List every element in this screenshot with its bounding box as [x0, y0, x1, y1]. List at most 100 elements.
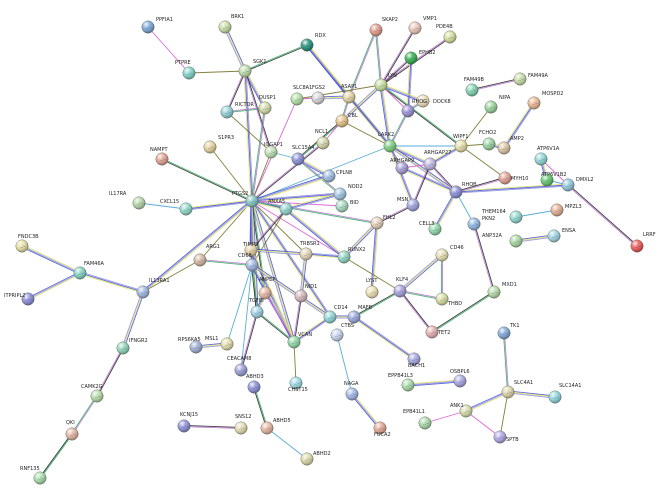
- node-nod2[interactable]: NOD2: [333, 184, 363, 201]
- node-mpzl3[interactable]: MPZL3: [550, 203, 582, 217]
- node-brk1[interactable]: BRK1: [218, 14, 245, 34]
- node-bach1[interactable]: BACH1: [407, 352, 425, 369]
- node-runx2[interactable]: RUNX2: [337, 247, 366, 264]
- node-fgs2[interactable]: FGS2: [311, 85, 325, 105]
- node-ceacam8[interactable]: CEACAM8: [227, 356, 251, 377]
- node-fhl2[interactable]: FHL2: [370, 215, 396, 230]
- node-cxcl15[interactable]: CXCL15: [160, 199, 193, 216]
- node-bid[interactable]: BID: [335, 199, 359, 213]
- node-anxa5[interactable]: ANXA5: [268, 199, 293, 216]
- node-ptpre[interactable]: PTPRE: [175, 60, 196, 80]
- node-fuca2[interactable]: FUCA2: [373, 421, 391, 438]
- node-lyn[interactable]: LYN: [374, 73, 397, 92]
- node-fam49a[interactable]: FAM49A: [513, 72, 549, 86]
- node-lyst[interactable]: LYST: [365, 278, 379, 299]
- node-pkn2[interactable]: PKN2: [467, 216, 495, 231]
- node-ephb2[interactable]: EPHB2: [404, 50, 436, 65]
- node-mafb[interactable]: MAFB: [347, 305, 373, 324]
- node-thbd[interactable]: THBD: [435, 292, 462, 307]
- node-fcho2[interactable]: FCHO2: [479, 130, 496, 151]
- node-asap1[interactable]: ASAP1: [341, 84, 357, 104]
- node-arhgap27[interactable]: ARHGAP27: [423, 150, 452, 171]
- node-them164[interactable]: THEM164: [481, 209, 523, 224]
- node-il13ra1[interactable]: IL13RA1: [136, 278, 170, 299]
- node-ctbs[interactable]: CTBS: [330, 323, 354, 342]
- node-timp2[interactable]: TIMP2: [242, 242, 258, 257]
- node-dusp1[interactable]: DUSP1: [258, 95, 276, 115]
- node-lark2[interactable]: LARK2: [378, 132, 397, 153]
- node-msn[interactable]: MSN: [397, 197, 420, 212]
- node-cd46[interactable]: CD46: [435, 245, 464, 262]
- node-arhgap9[interactable]: ARHGAP9: [390, 158, 414, 175]
- node-nid1[interactable]: NID1: [294, 284, 317, 303]
- node-rps6ka5[interactable]: RPS6KA5: [178, 337, 203, 354]
- node-slc4a1[interactable]: SLC4A1: [501, 380, 533, 399]
- node-ppfia1[interactable]: PPFIA1: [141, 17, 173, 34]
- node-cd14[interactable]: CD14: [323, 305, 348, 324]
- node-ank1[interactable]: ANK1: [450, 403, 473, 418]
- node-sgk1[interactable]: SGK1: [238, 59, 267, 78]
- node-epb41l1[interactable]: EPB41L1: [403, 409, 432, 430]
- node-rnf135[interactable]: RNF135: [20, 466, 47, 485]
- node-nampt[interactable]: NAMPT: [150, 147, 168, 166]
- node-camk2g[interactable]: CAMK2G: [81, 384, 104, 403]
- node-ptgs2[interactable]: PTGS2: [232, 191, 259, 208]
- node-il17ra[interactable]: IL17RA: [109, 191, 146, 210]
- node-dmxl2[interactable]: DMXL2: [561, 177, 594, 192]
- node-ncl1[interactable]: NCL1: [315, 129, 330, 150]
- node-naga[interactable]: NAGA: [344, 381, 359, 401]
- node-fam49b[interactable]: FAM49B: [464, 77, 485, 97]
- node-iqgap1[interactable]: IQGAP1: [264, 142, 283, 159]
- node-fndc3b[interactable]: FNDC3B: [15, 234, 39, 253]
- node-slc14a1[interactable]: SLC14A1: [548, 383, 582, 404]
- node-kcnj15[interactable]: KCNJ15: [177, 412, 198, 433]
- node-mospd2[interactable]: MOSPD2: [527, 91, 564, 110]
- node-lrrf[interactable]: LRRF: [630, 232, 656, 253]
- node-qki[interactable]: QKI: [65, 420, 79, 441]
- node-vcan[interactable]: VCAN: [287, 332, 313, 349]
- node-vmp1[interactable]: VMP1: [408, 16, 437, 35]
- node-anp32a[interactable]: ANP32A: [482, 233, 523, 248]
- node-atp6v1b2[interactable]: ATP6V1B2: [540, 172, 567, 187]
- node-rictor[interactable]: RICTOR: [220, 102, 255, 119]
- node-sptb[interactable]: SPTB: [493, 430, 519, 444]
- node-tgfbi[interactable]: TGFBI: [248, 298, 264, 319]
- node-tet2[interactable]: TET2: [425, 325, 451, 339]
- node-cpln8[interactable]: CPLN8: [322, 169, 352, 183]
- node-osbpl6[interactable]: OSBPL6: [450, 369, 470, 388]
- node-rdx[interactable]: RDX: [300, 33, 327, 52]
- node-abhd2[interactable]: ABHD2: [300, 451, 331, 466]
- node-trbsr1[interactable]: TRBSR1: [299, 241, 320, 261]
- node-myh10[interactable]: MYH10: [498, 171, 529, 185]
- node-ifngr2[interactable]: IFNGR2: [116, 338, 148, 355]
- node-rhog[interactable]: RHOG: [401, 99, 427, 118]
- node-eppb41l3[interactable]: EPPB41L3: [388, 373, 415, 392]
- node-cell3[interactable]: CELL3: [419, 221, 442, 236]
- node-pde4b[interactable]: PDE4B: [436, 24, 457, 44]
- node-mxd1[interactable]: MXD1: [487, 282, 517, 299]
- node-chst15[interactable]: CHST15: [288, 376, 308, 393]
- node-abhd5[interactable]: ABHD5: [260, 418, 291, 435]
- node-tk1[interactable]: TK1: [497, 323, 520, 340]
- node-slc8a1[interactable]: SLC8A1: [290, 85, 312, 106]
- node-atp6v1a[interactable]: ATP6V1A: [534, 146, 560, 166]
- node-itpripl2[interactable]: ITPRIPL2: [4, 292, 35, 306]
- node-abhd3[interactable]: ABHD3: [246, 374, 264, 394]
- node-msl1[interactable]: MSL1: [205, 336, 234, 351]
- node-slc15a4[interactable]: SLC15A4: [291, 145, 315, 166]
- node-sns12[interactable]: SNS12: [234, 414, 252, 435]
- node-amp2[interactable]: AMP2: [497, 136, 524, 155]
- node-rhob[interactable]: RHOB: [449, 182, 477, 199]
- node-fam46a[interactable]: FAM46A: [73, 261, 105, 280]
- node-arg1[interactable]: ARG1: [193, 244, 220, 267]
- node-anpep[interactable]: ANPEP: [258, 277, 276, 300]
- node-dock8[interactable]: DOCK8: [416, 94, 451, 108]
- node-wipf1[interactable]: WIPF1: [453, 134, 469, 153]
- node-cbl[interactable]: CBL: [335, 113, 358, 128]
- node-klf4[interactable]: KLF4: [393, 277, 408, 298]
- node-cd68[interactable]: CD68: [238, 253, 259, 272]
- node-skap2[interactable]: SKAP2: [369, 17, 398, 37]
- node-nipa[interactable]: NIPA: [484, 95, 511, 114]
- node-ensa[interactable]: ENSA: [547, 228, 576, 243]
- node-s1pr3[interactable]: S1PR3: [203, 135, 234, 154]
